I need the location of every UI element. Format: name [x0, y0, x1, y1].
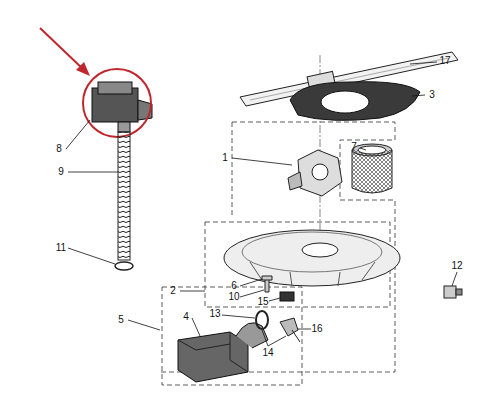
callout-number: 1 — [221, 152, 229, 164]
ring — [256, 311, 268, 329]
callout-number: 8 — [55, 143, 63, 155]
leader-line — [66, 62, 457, 346]
callout-number: 17 — [438, 55, 451, 67]
callout-number: 16 — [310, 323, 323, 335]
callout-number: 14 — [261, 347, 274, 359]
callout-number: 10 — [227, 291, 240, 303]
filter-plate — [290, 82, 420, 121]
callout-number: 6 — [230, 280, 238, 292]
fitting — [444, 286, 462, 298]
callout-number: 7 — [350, 141, 358, 153]
callout-number: 4 — [182, 311, 190, 323]
filter-cylinder — [352, 144, 392, 193]
callout-number: 2 — [169, 285, 177, 297]
sump — [224, 230, 400, 286]
highlight-circle — [83, 69, 151, 137]
seal-block — [280, 292, 294, 301]
callout-number: 12 — [450, 260, 463, 272]
callout-number: 9 — [57, 166, 65, 178]
callout-number: 3 — [428, 89, 436, 101]
callout-number: 15 — [256, 296, 269, 308]
pump-hub — [288, 150, 342, 196]
hose — [115, 132, 133, 270]
callout-number: 11 — [55, 242, 67, 254]
callout-number: 5 — [117, 314, 125, 326]
pump-motor — [178, 323, 268, 382]
red-arrow — [40, 28, 90, 76]
callout-number: 13 — [208, 308, 221, 320]
screw — [262, 276, 272, 292]
clip — [280, 318, 300, 342]
